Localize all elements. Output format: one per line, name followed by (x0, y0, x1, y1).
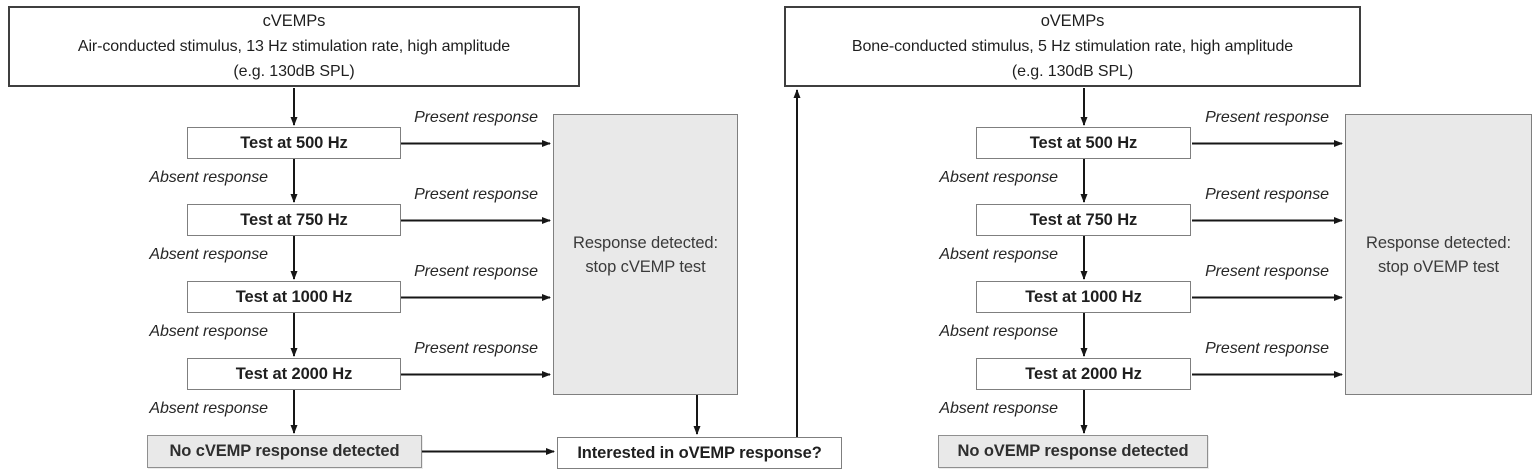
ovemp-absent-label-3: Absent response (939, 323, 1058, 340)
interested-ovemp-box: Interested in oVEMP response? (557, 437, 842, 469)
ovemp-absent-label-1: Absent response (939, 169, 1058, 186)
ovemp-present-label-4: Present response (1205, 340, 1329, 357)
cvemp-present-label-2: Present response (414, 186, 538, 203)
ovemp-absent-label-4: Absent response (939, 400, 1058, 417)
ovemp-title: oVEMPs (1040, 12, 1105, 30)
cvemp-header-box: cVEMPs Air-conducted stimulus, 13 Hz sti… (8, 6, 580, 87)
cvemp-absent-label-4: Absent response (149, 400, 268, 417)
cvemp-subtitle: Air-conducted stimulus, 13 Hz stimulatio… (77, 38, 511, 55)
ovemp-present-label-2: Present response (1205, 186, 1329, 203)
cvemp-present-label-4: Present response (414, 340, 538, 357)
ovemp-subtitle: Bone-conducted stimulus, 5 Hz stimulatio… (851, 38, 1294, 55)
cvemp-present-label-3: Present response (414, 263, 538, 280)
cvemp-absent-label-1: Absent response (149, 169, 268, 186)
ovemp-header-box: oVEMPs Bone-conducted stimulus, 5 Hz sti… (784, 6, 1361, 87)
ovemp-test-2000: Test at 2000 Hz (976, 358, 1191, 390)
ovemp-stop-line2: stop oVEMP test (1377, 257, 1500, 276)
ovemp-present-label-3: Present response (1205, 263, 1329, 280)
cvemp-test-750: Test at 750 Hz (187, 204, 401, 236)
ovemp-no-response-box: No oVEMP response detected (938, 435, 1208, 468)
ovemp-absent-label-2: Absent response (939, 246, 1058, 263)
ovemp-test-750: Test at 750 Hz (976, 204, 1191, 236)
cvemp-stop-line2: stop cVEMP test (585, 257, 706, 276)
cvemp-stop-line1: Response detected: (573, 233, 718, 252)
cvemp-test-1000: Test at 1000 Hz (187, 281, 401, 313)
cvemp-stop-box: Response detected: stop cVEMP test (553, 114, 738, 395)
ovemp-stop-box: Response detected: stop oVEMP test (1345, 114, 1532, 395)
cvemp-test-2000: Test at 2000 Hz (187, 358, 401, 390)
cvemp-absent-label-2: Absent response (149, 246, 268, 263)
cvemp-title: cVEMPs (262, 12, 326, 30)
ovemp-subtitle2: (e.g. 130dB SPL) (1011, 63, 1134, 80)
ovemp-test-1000: Test at 1000 Hz (976, 281, 1191, 313)
ovemp-stop-line1: Response detected: (1366, 233, 1511, 252)
cvemp-absent-label-3: Absent response (149, 323, 268, 340)
ovemp-test-500: Test at 500 Hz (976, 127, 1191, 159)
cvemp-subtitle2: (e.g. 130dB SPL) (233, 63, 355, 80)
cvemp-test-500: Test at 500 Hz (187, 127, 401, 159)
cvemp-present-label-1: Present response (414, 109, 538, 126)
ovemp-present-label-1: Present response (1205, 109, 1329, 126)
cvemp-no-response-box: No cVEMP response detected (147, 435, 422, 468)
